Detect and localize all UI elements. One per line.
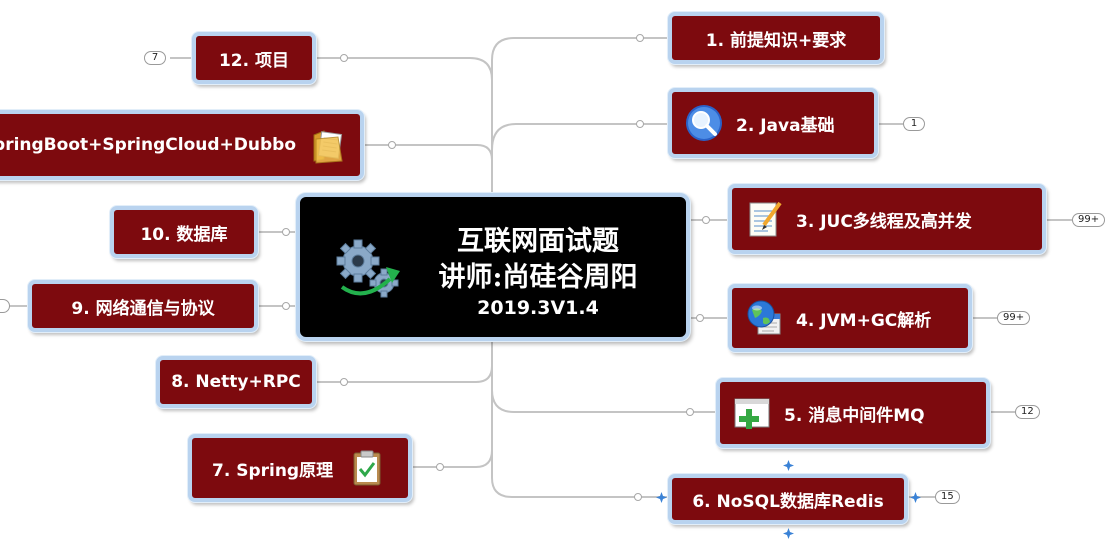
topic-message-queue[interactable]: 5. 消息中间件MQ (716, 378, 990, 448)
notepad-icon (749, 201, 782, 237)
topic-label: 7. Spring原理 (212, 460, 334, 481)
add-window-icon (734, 398, 770, 429)
topic-label: 6. NoSQL数据库Redis (692, 491, 884, 512)
topic-label: 2. Java基础 (736, 115, 835, 136)
magnifier-icon (686, 105, 722, 141)
topic-netty-rpc[interactable]: 8. Netty+RPC (156, 356, 316, 408)
collapsed-count-badge[interactable]: 99+ (1072, 213, 1106, 227)
resize-handle-top[interactable] (783, 460, 794, 471)
topic-juc-concurrency[interactable]: 3. JUC多线程及高并发 (728, 184, 1046, 254)
collapsed-count-badge[interactable]: 99+ (997, 311, 1031, 325)
central-version: 2019.3V1.4 (477, 297, 599, 319)
resize-handle-right[interactable] (910, 492, 921, 503)
central-topic[interactable]: 互联网面试题 讲师:尚硅谷周阳 2019.3V1.4 (296, 193, 690, 341)
topic-label: 1. 前提知识+要求 (705, 30, 847, 51)
collapsed-count-badge[interactable]: 12 (1015, 405, 1040, 419)
topic-database[interactable]: 10. 数据库 (110, 206, 258, 258)
gears-icon (336, 239, 400, 298)
folder-documents-icon (313, 130, 343, 164)
topic-java-basics[interactable]: 2. Java基础 (668, 88, 878, 158)
globe-icon (747, 300, 781, 335)
topic-projects[interactable]: 12. 项目 (192, 32, 316, 84)
collapsed-count-badge[interactable]: 15 (935, 490, 960, 504)
clipboard-check-icon (353, 450, 381, 486)
resize-handle-left[interactable] (656, 492, 667, 503)
topic-label: 3. JUC多线程及高并发 (796, 211, 972, 232)
topic-spring-principles[interactable]: 7. Spring原理 (188, 434, 412, 502)
central-title: 互联网面试题 (457, 226, 619, 257)
topic-prerequisites[interactable]: 1. 前提知识+要求 (668, 12, 884, 64)
topic-label: 9. 网络通信与协议 (71, 298, 215, 319)
topic-label: 10. 数据库 (140, 224, 228, 245)
topic-label: 5. 消息中间件MQ (784, 405, 925, 426)
resize-handle-bottom[interactable] (783, 528, 794, 539)
topic-label: 12. 项目 (218, 50, 290, 71)
collapsed-count-badge[interactable]: 1 (903, 117, 925, 131)
topic-network-protocols[interactable]: 9. 网络通信与协议 (28, 280, 258, 332)
topic-jvm-gc[interactable]: 4. JVM+GC解析 (728, 284, 972, 352)
topic-springboot-springcloud-dubbo[interactable]: -SpringBoot+SpringCloud+Dubbo (0, 110, 364, 180)
topic-label: 4. JVM+GC解析 (796, 310, 932, 331)
collapsed-count-badge[interactable] (0, 299, 10, 313)
collapsed-count-badge[interactable]: 7 (144, 51, 166, 65)
topic-label: 8. Netty+RPC (171, 372, 301, 392)
central-lecturer: 讲师:尚硅谷周阳 (438, 262, 638, 293)
topic-label: -SpringBoot+SpringCloud+Dubbo (0, 135, 296, 155)
topic-nosql-redis[interactable]: 6. NoSQL数据库Redis (668, 474, 908, 524)
